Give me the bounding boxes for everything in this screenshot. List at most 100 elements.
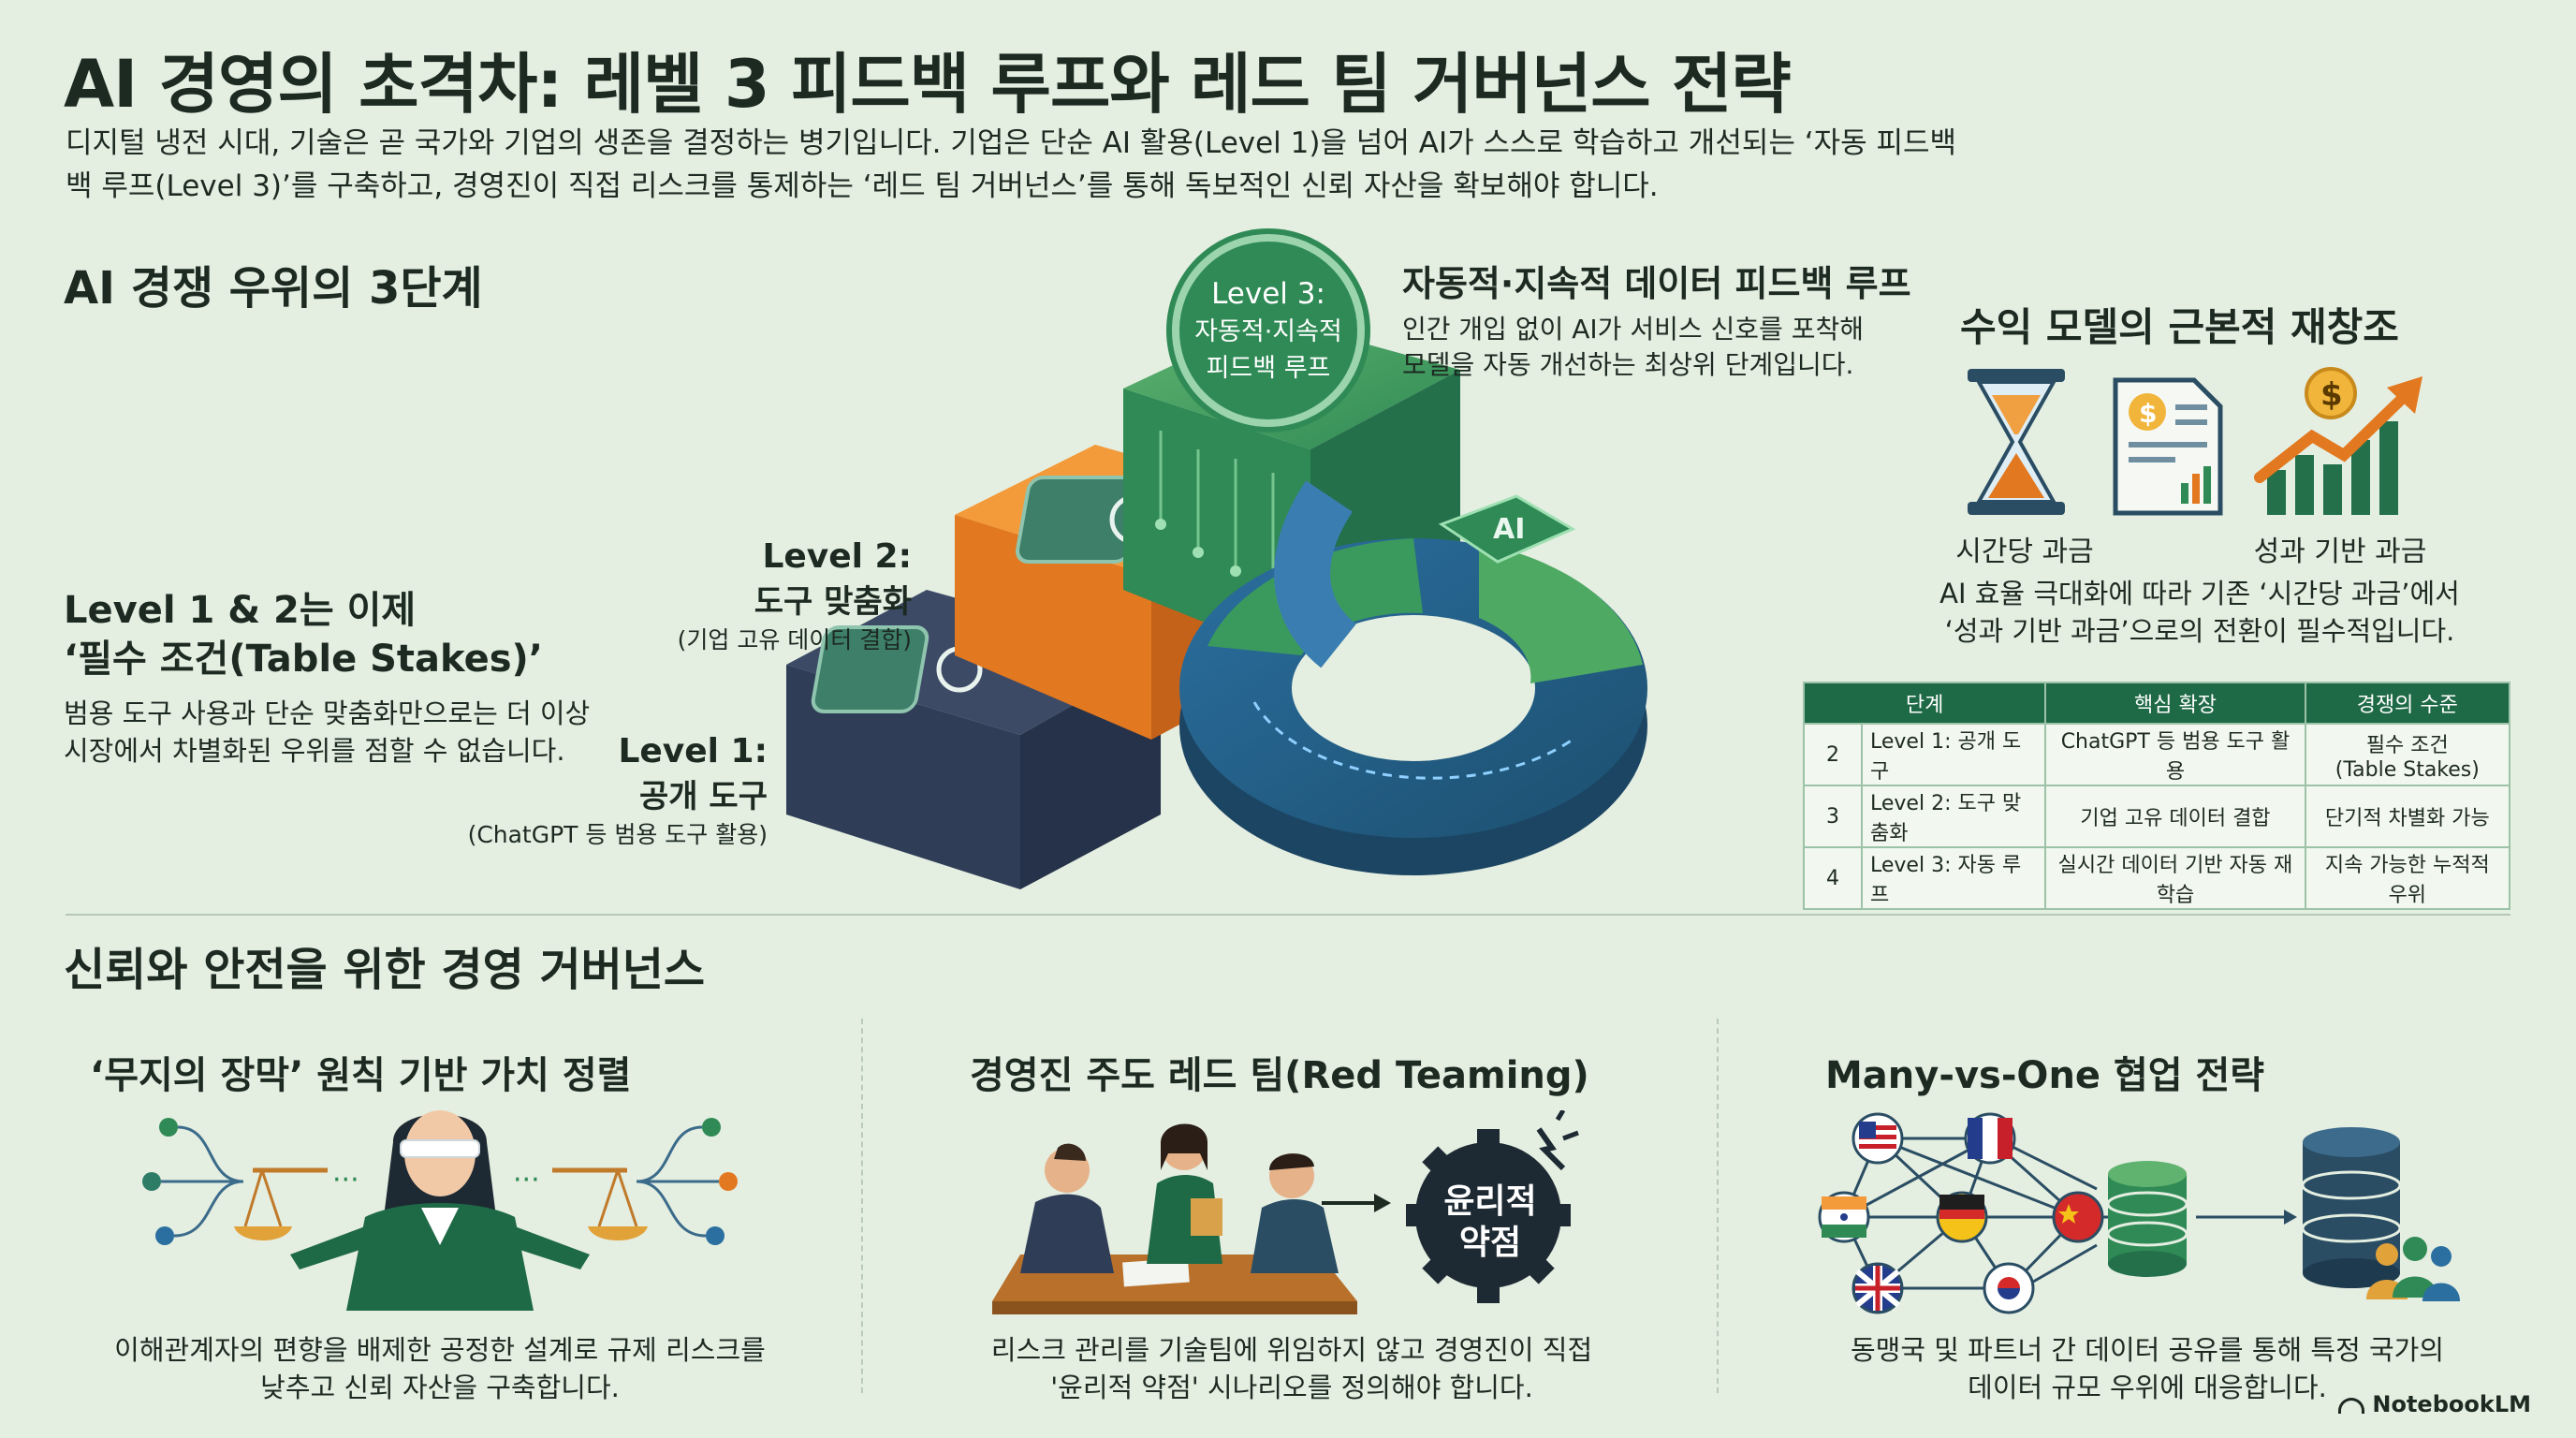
blindfolded-woman-figure (290, 1110, 590, 1311)
gear-label-line-2: 약점 (1458, 1224, 1522, 1262)
executive-meeting-illustration (992, 1123, 1357, 1314)
shared-database-icon (2106, 1161, 2188, 1277)
hourglass-icon (1968, 369, 2065, 515)
table-cell-stage: Level 1: 공개 도구 (1860, 723, 2047, 786)
korea-flag-icon (1983, 1262, 2035, 1314)
feedback-loop-ring (1179, 480, 1647, 875)
level2-title: Level 2: (762, 537, 912, 576)
red-team-description: 리스크 관리를 기술팀에 위임하지 않고 경영진이 직접 '윤리적 약점' 시나… (927, 1331, 1657, 1406)
ethical-weakness-gear-icon (1406, 1110, 1579, 1303)
red-team-desc-line-2: '윤리적 약점' 시나리오를 정의해야 합니다. (1050, 1372, 1533, 1403)
level1-note: (ChatGPT 등 범용 도구 활용) (467, 821, 768, 848)
column-divider-2 (1717, 1019, 1719, 1393)
section-divider (66, 914, 2510, 916)
red-team-desc-line-1: 리스크 관리를 기술팀에 위임하지 않고 경영진이 직접 (990, 1334, 1593, 1366)
executive-left-figure (1020, 1143, 1114, 1273)
governance-heading: 신뢰와 안전을 위한 경영 거버넌스 (64, 944, 706, 996)
level3-badge-line-3: 피드백 루프 (1206, 354, 1331, 383)
executive-center-figure (1147, 1123, 1222, 1264)
france-flag-icon (1964, 1112, 2016, 1165)
left-scale-icon (234, 1167, 328, 1240)
svg-text:$: $ (2139, 398, 2157, 429)
arrow-right-icon (2196, 1210, 2297, 1225)
table-stakes-title-line-2: ‘필수 조건(Table Stakes)’ (64, 638, 543, 681)
level-staircase-illustration: AI (786, 318, 1647, 889)
right-network-icon (636, 1118, 738, 1245)
level1-title: Level 1: (618, 732, 768, 770)
notebooklm-logo-icon (2338, 1397, 2365, 1414)
many-vs-one-desc-line-1: 동맹국 및 파트너 간 데이터 공유를 통해 특정 국가의 (1850, 1334, 2445, 1366)
notebooklm-brand: NotebookLM (2338, 1391, 2531, 1417)
table-stakes-body: 범용 도구 사용과 단순 맞춤화만으로는 더 이상 시장에서 차별화된 우위를 … (64, 695, 590, 770)
level-comparison-table: 단계 핵심 확장 경쟁의 수준 2 Level 1: 공개 도구 ChatGPT… (1802, 682, 2511, 910)
table-cell-stage: Level 2: 도구 맞춤화 (1860, 785, 2047, 848)
invoice-document-icon: $ (2113, 377, 2223, 516)
revenue-desc-line-2: ‘성과 기반 과금’으로의 전환이 필수적입니다. (1944, 615, 2455, 647)
table-header-row: 단계 핵심 확장 경쟁의 수준 (1802, 682, 2511, 725)
level2-subtitle: 도구 맞춤화 (754, 583, 912, 621)
revenue-heading: 수익 모델의 근본적 재창조 (1960, 304, 2399, 350)
table-stakes-title-line-1: Level 1 & 2는 이제 (64, 589, 417, 632)
many-vs-one-desc-line-2: 데이터 규모 우위에 대응합니다. (1968, 1372, 2327, 1403)
large-database-icon (2301, 1127, 2402, 1288)
table-cell-level: 단기적 차별화 가능 (2304, 785, 2511, 848)
gear-label-line-1: 윤리적 (1443, 1182, 1537, 1221)
stages-heading: AI 경쟁 우위의 3단계 (64, 262, 483, 315)
revenue-desc-line-1: AI 효율 극대화에 따라 기존 ‘시간당 과금’에서 (1939, 578, 2460, 609)
right-scale-icon (552, 1167, 648, 1240)
people-group-icon (2366, 1237, 2460, 1301)
svg-text:$: $ (2320, 376, 2343, 414)
india-flag-icon (1818, 1191, 1870, 1243)
table-cell-level-line-1: 필수 조건 (2365, 733, 2449, 757)
table-cell-expansion: 실시간 데이터 기반 자동 재학습 (2044, 846, 2306, 910)
level1-chip-icon (811, 625, 929, 713)
level3-label: 자동적·지속적 데이터 피드백 루프 인간 개입 없이 AI가 서비스 신호를 … (1402, 255, 1926, 383)
data-alliance-network-illustration (1818, 1112, 2460, 1314)
column-divider-1 (861, 1019, 863, 1393)
table-cell-expansion: 기업 고유 데이터 결합 (2044, 785, 2306, 848)
usa-flag-icon (1852, 1112, 1904, 1165)
level3-badge: Level 3: 자동적·지속적 피드백 루프 (1172, 234, 1365, 427)
page-title: AI 경영의 초격차: 레벨 3 피드백 루프와 레드 팀 거버넌스 전략 (64, 46, 1792, 123)
arrow-right-icon (1322, 1194, 1391, 1212)
svg-text:···: ··· (332, 1164, 359, 1196)
table-row: 3 Level 2: 도구 맞춤화 기업 고유 데이터 결합 단기적 차별화 가… (1803, 785, 2511, 848)
table-stakes-body-line-1: 범용 도구 사용과 단순 맞춤화만으로는 더 이상 (64, 697, 591, 729)
table-header-expansion: 핵심 확장 (2044, 682, 2306, 725)
level3-badge-line-2: 자동적·지속적 (1194, 317, 1342, 346)
veil-of-ignorance-title: ‘무지의 장막’ 원칙 기반 가치 정렬 (90, 1054, 632, 1097)
label-performance-billing: 성과 기반 과금 (2253, 536, 2427, 568)
level2-label: Level 2: 도구 맞춤화 (기업 고유 데이터 결합) (580, 537, 912, 655)
table-stakes-body-line-2: 시장에서 차별화된 우위를 점할 수 없습니다. (64, 735, 565, 767)
label-time-billing: 시간당 과금 (1955, 536, 2094, 568)
red-team-title: 경영진 주도 레드 팀(Red Teaming) (970, 1054, 1589, 1097)
revenue-description: AI 효율 극대화에 따라 기존 ‘시간당 과금’에서 ‘성과 기반 과금’으로… (1872, 575, 2527, 650)
level2-note: (기업 고유 데이터 결합) (677, 626, 912, 653)
table-header-stage: 단계 (1802, 682, 2047, 725)
ethical-weakness-gear-label: 윤리적 약점 (1404, 1181, 1576, 1264)
level1-subtitle: 공개 도구 (639, 778, 768, 815)
notebooklm-brand-text: NotebookLM (2372, 1391, 2531, 1417)
table-cell-stage: Level 3: 자동 루프 (1860, 846, 2047, 910)
uk-flag-icon (1852, 1262, 1904, 1314)
blindfolded-scales-illustration: ··· ··· (142, 1110, 738, 1311)
veil-desc-line-2: 낮추고 신뢰 자산을 구축합니다. (260, 1372, 620, 1403)
level3-desc-line-1: 인간 개입 없이 AI가 서비스 신호를 포착해 (1402, 314, 1864, 345)
level1-label: Level 1: 공개 도구 (ChatGPT 등 범용 도구 활용) (402, 732, 768, 850)
ai-chip-label: AI (1493, 513, 1525, 546)
table-cell-level-line-2: (Table Stakes) (2334, 757, 2480, 782)
many-vs-one-title: Many-vs-One 협업 전략 (1825, 1054, 2265, 1097)
table-cell-expansion: ChatGPT 등 범용 도구 활용 (2044, 723, 2306, 786)
table-cell-num: 3 (1803, 785, 1863, 848)
veil-desc-line-1: 이해관계자의 편향을 배제한 공정한 설계로 규제 리스크를 (114, 1334, 766, 1366)
left-network-icon (142, 1118, 244, 1245)
china-flag-icon (2052, 1191, 2104, 1243)
veil-of-ignorance-description: 이해관계자의 편향을 배제한 공정한 설계로 규제 리스크를 낮추고 신뢰 자산… (75, 1331, 805, 1406)
table-cell-level: 필수 조건 (Table Stakes) (2304, 723, 2511, 786)
svg-text:···: ··· (513, 1164, 540, 1196)
table-row: 4 Level 3: 자동 루프 실시간 데이터 기반 자동 재학습 지속 가능… (1803, 846, 2511, 910)
growth-chart-icon: $ (2254, 367, 2422, 515)
ai-chip-icon: AI (1438, 494, 1576, 564)
table-cell-level: 지속 가능한 누적적 우위 (2304, 846, 2511, 910)
level3-badge-line-1: Level 3: (1211, 277, 1325, 311)
